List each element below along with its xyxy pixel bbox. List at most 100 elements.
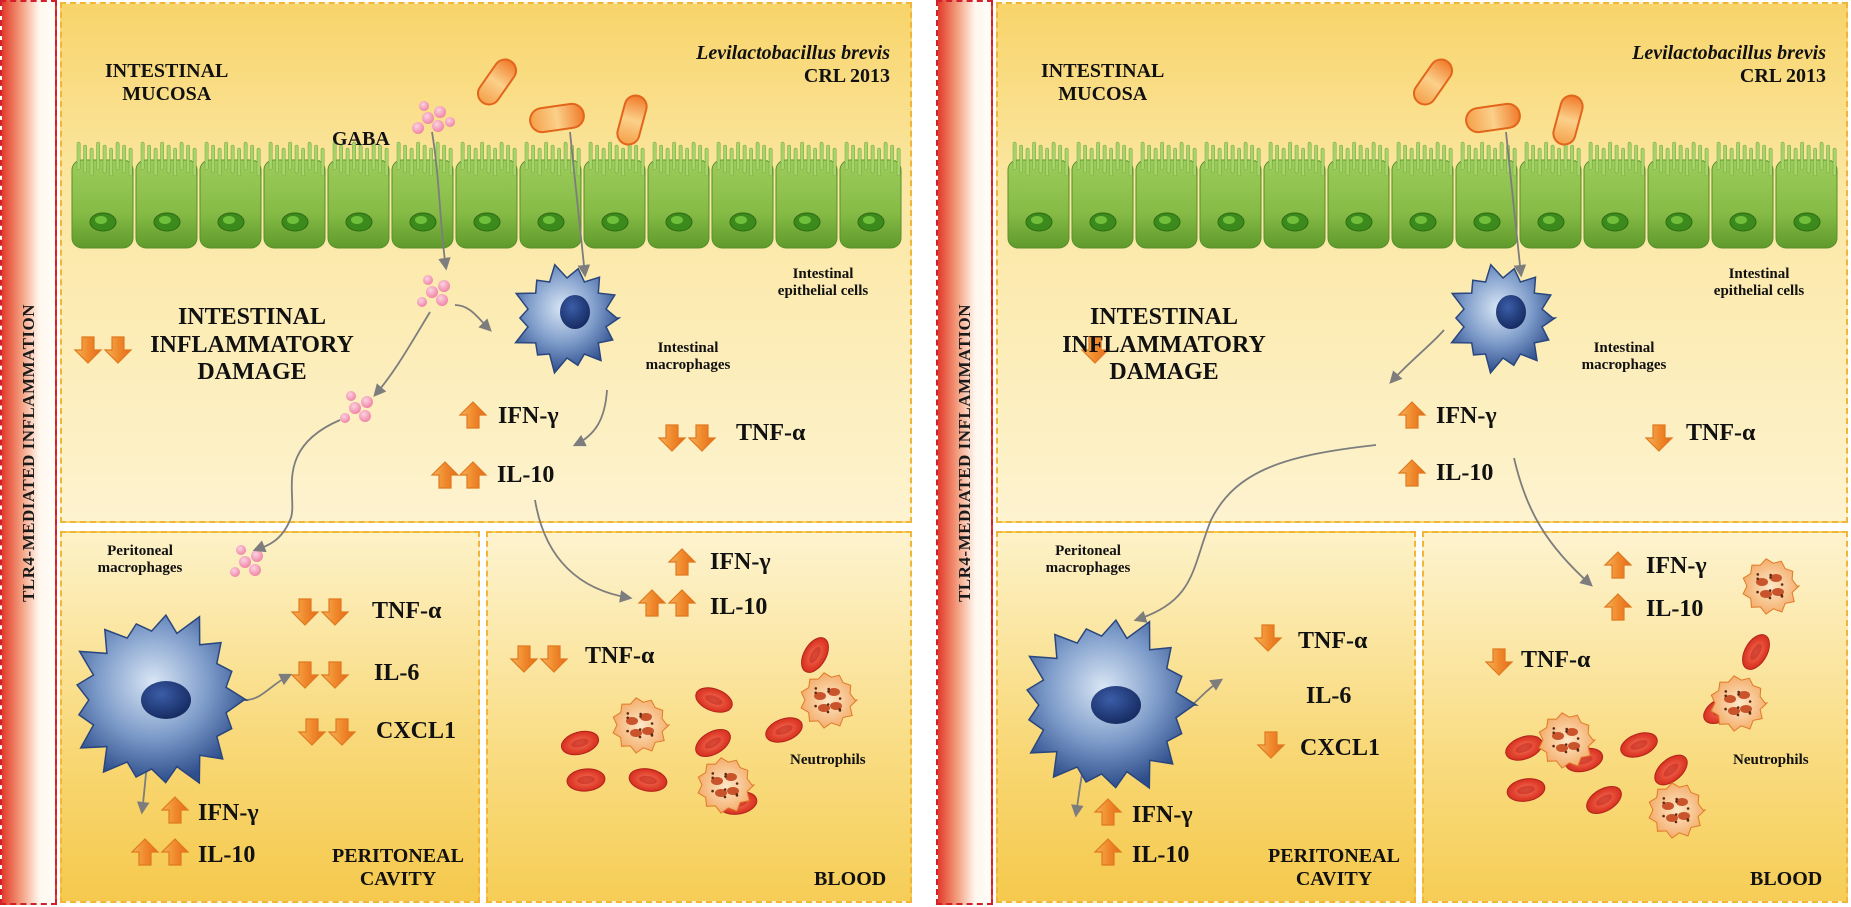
- gaba-cluster: [412, 101, 455, 134]
- blood-il10-label: IL-10: [710, 594, 768, 620]
- epithelial-cell: [583, 141, 646, 249]
- up-arrow-icon: [667, 589, 697, 617]
- mucosa-label-line1: INTESTINAL: [1041, 60, 1165, 82]
- sidebar: [0, 0, 57, 905]
- sidebar: [936, 0, 993, 905]
- up-arrow-icon: [1397, 401, 1427, 429]
- flow-arrow: [1513, 457, 1593, 587]
- down-arrow-icon: [327, 718, 357, 746]
- gaba-cluster: [340, 391, 373, 423]
- red-blood-cell: [1586, 786, 1622, 814]
- epithelial-cell: [1071, 141, 1134, 249]
- epithelium: [71, 141, 902, 249]
- flow-arrow: [1505, 131, 1527, 278]
- flow-arrow: [1389, 329, 1445, 384]
- peritoneal-macrophage: [75, 613, 249, 785]
- flow-arrow: [569, 131, 591, 278]
- epithelial-cell: [1583, 141, 1646, 249]
- damage-label-line3: DAMAGE: [197, 359, 307, 386]
- peri-il6-label: IL-6: [1306, 683, 1352, 709]
- intestinal-macrophage: [514, 263, 622, 375]
- mucosa-label-line2: MUCOSA: [1058, 83, 1148, 105]
- intestinal-macrophage-line2: macrophages: [645, 357, 731, 374]
- red-blood-cell: [1620, 732, 1658, 758]
- down-arrow-icon: [1484, 648, 1514, 676]
- up-arrow-icon: [1093, 798, 1123, 826]
- bacterium: [1412, 58, 1454, 106]
- epithelial-cell: [1135, 141, 1198, 249]
- up-arrow-icon: [458, 401, 488, 429]
- down-arrow-icon: [1256, 731, 1286, 759]
- intestinal-macrophage-line1: Intestinal: [1593, 340, 1655, 356]
- damage-label-line1: INTESTINAL: [177, 304, 327, 330]
- epithelial-cell: [1711, 141, 1774, 249]
- up-arrow-icon: [637, 589, 667, 617]
- blood-ifn-label: IFN-γ: [710, 549, 771, 575]
- epithelial-label-line1: Intestinal: [1728, 266, 1790, 282]
- int-tnf-label: TNF-α: [1686, 420, 1756, 446]
- neutrophils-label: Neutrophils: [790, 752, 866, 768]
- red-blood-cell: [1742, 634, 1770, 670]
- epithelial-cell: [647, 141, 710, 249]
- neutrophil: [1648, 782, 1707, 839]
- gaba-label: GABA: [332, 128, 390, 150]
- blood-tnf-label: TNF-α: [1521, 647, 1591, 673]
- up-arrow-icon: [160, 796, 190, 824]
- red-blood-cell: [1654, 754, 1688, 786]
- up-arrow-icon: [1603, 593, 1633, 621]
- epithelial-cell: [839, 141, 902, 249]
- epithelial-cell: [327, 141, 390, 249]
- epithelial-cell: [455, 141, 518, 249]
- blood-tnf-label: TNF-α: [585, 643, 655, 669]
- peritoneal-macrophage-line2: macrophages: [97, 560, 183, 577]
- peritoneal-macrophage-line1: Peritoneal: [1055, 543, 1121, 559]
- red-blood-cell: [628, 768, 668, 792]
- neutrophils-label: Neutrophils: [1733, 752, 1809, 768]
- damage-label-line2: INFLAMMATORY: [150, 331, 354, 358]
- neutrophil: [800, 672, 859, 729]
- damage-label-line2: INFLAMMATORY: [1062, 331, 1266, 358]
- down-arrow-icon: [509, 645, 539, 673]
- red-blood-cell: [765, 717, 803, 743]
- intestinal-macrophage-line2: macrophages: [1581, 357, 1667, 374]
- bacterium: [529, 102, 585, 134]
- epithelial-label-line2: epithelial cells: [1713, 283, 1805, 300]
- epithelial-label-line1: Intestinal: [792, 266, 854, 282]
- neutrophil: [1710, 675, 1769, 732]
- up-arrow-icon: [1397, 459, 1427, 487]
- peri-cxcl1-label: CXCL1: [1300, 735, 1381, 761]
- bacterium: [1552, 94, 1584, 146]
- epithelial-cell: [1391, 141, 1454, 249]
- int-il10-label: IL-10: [1436, 460, 1494, 486]
- epithelial-cell: [71, 141, 134, 249]
- epithelial-cell: [775, 141, 838, 249]
- peritoneal-cavity-line1: PERITONEAL: [332, 845, 464, 867]
- neutrophil: [1538, 712, 1597, 769]
- down-arrow-icon: [539, 645, 569, 673]
- peri-tnf-label: TNF-α: [372, 598, 442, 624]
- red-blood-cell: [566, 768, 606, 792]
- bacterium-name: Levilactobacillus brevis: [1632, 42, 1826, 64]
- down-arrow-icon: [320, 661, 350, 689]
- peritoneal-cavity-line1: PERITONEAL: [1268, 845, 1400, 867]
- flow-arrow: [534, 499, 633, 603]
- peritoneal-cavity-line2: CAVITY: [1295, 868, 1373, 890]
- int-tnf-label: TNF-α: [736, 420, 806, 446]
- peritoneal-macrophage-line1: Peritoneal: [107, 543, 173, 559]
- down-arrow-icon: [1253, 624, 1283, 652]
- down-arrow-icon: [1644, 424, 1674, 452]
- bacterium-strain: CRL 2013: [1739, 65, 1826, 87]
- bacterium-name: Levilactobacillus brevis: [696, 42, 890, 64]
- peritoneal-cavity-line2: CAVITY: [359, 868, 437, 890]
- blood-il10-label: IL-10: [1646, 596, 1704, 622]
- left-diagram-art: [71, 58, 902, 866]
- epithelium: [1007, 141, 1838, 249]
- bacterium: [616, 94, 648, 146]
- peri-cxcl1-label: CXCL1: [376, 718, 457, 744]
- neutrophil: [697, 757, 756, 814]
- blood-ifn-label: IFN-γ: [1646, 553, 1707, 579]
- down-arrow-icon: [297, 718, 327, 746]
- int-ifn-label: IFN-γ: [498, 403, 559, 429]
- epithelial-cell: [1007, 141, 1070, 249]
